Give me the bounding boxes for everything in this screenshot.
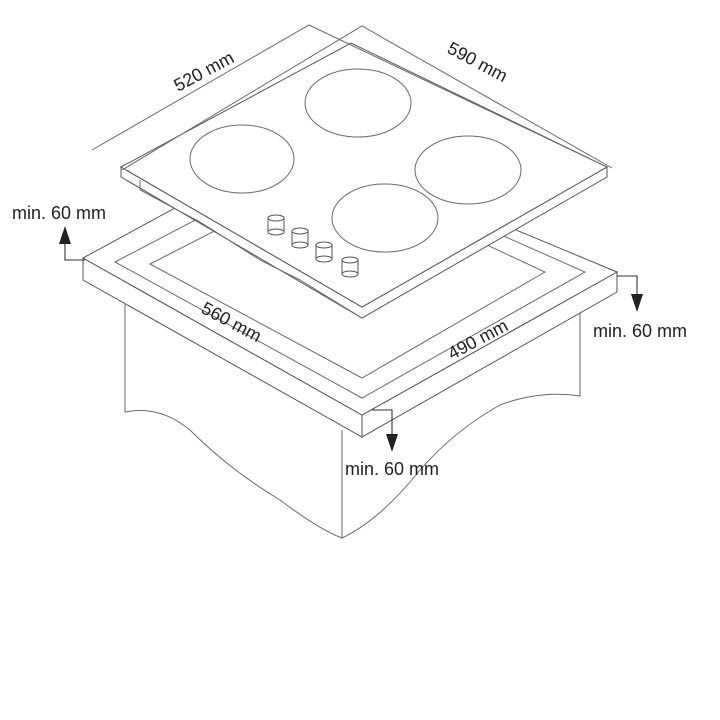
burner-rear-center	[304, 68, 412, 138]
hob-depth-label: 520 mm	[170, 47, 237, 95]
side-clearance-label: min. 60 mm	[593, 321, 687, 341]
dimension-lines	[91, 24, 613, 171]
front-clearance-label: min. 60 mm	[345, 459, 439, 479]
cabinet	[124, 282, 581, 539]
back-clearance-label: min. 60 mm	[12, 203, 106, 223]
knob-1	[267, 214, 285, 236]
burner-rear-left	[189, 124, 295, 194]
control-knobs	[267, 214, 359, 278]
burner-front	[331, 183, 439, 253]
arrow-down-icon	[372, 409, 398, 452]
arrow-up-icon	[59, 226, 85, 261]
burner-right	[414, 135, 522, 205]
knob-2	[291, 227, 309, 249]
knob-3	[315, 241, 333, 263]
knob-4	[341, 256, 359, 278]
arrow-down-icon	[617, 275, 643, 312]
